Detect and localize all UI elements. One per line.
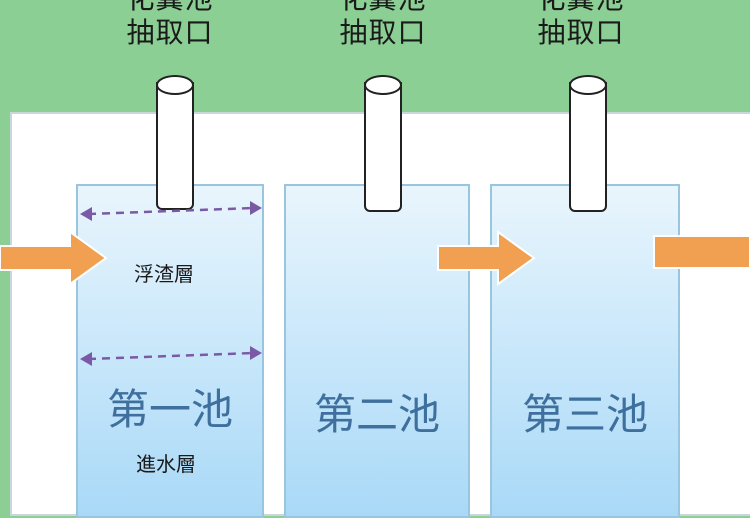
inflow-layer-label: 進水層 bbox=[136, 452, 196, 476]
pool-1-name: 第一池 bbox=[106, 385, 233, 434]
flow-arrow-2-to-3 bbox=[437, 230, 536, 286]
extract-label-2: 化糞池 抽取口 bbox=[323, 0, 443, 50]
extract-port-label-2: 抽取口 bbox=[339, 16, 427, 49]
inflow-arrow bbox=[0, 230, 108, 286]
pool-3: 第三池 bbox=[490, 184, 680, 518]
extract-pipe-3 bbox=[569, 75, 607, 212]
extract-pipe-1 bbox=[156, 75, 194, 210]
extract-label-1: 化糞池 抽取口 bbox=[110, 0, 230, 50]
pool-1: 第一池 浮渣層 進水層 bbox=[76, 184, 264, 518]
pool-2: 第二池 bbox=[284, 184, 470, 518]
septic-label-3: 化糞池 bbox=[521, 0, 641, 16]
pool-3-name: 第三池 bbox=[521, 390, 648, 439]
extract-pipe-2 bbox=[364, 75, 402, 212]
extract-port-label-3: 抽取口 bbox=[537, 16, 625, 49]
extract-port-label-1: 抽取口 bbox=[126, 16, 214, 49]
septic-label-1: 化糞池 bbox=[110, 0, 230, 16]
scum-layer-label: 浮渣層 bbox=[134, 262, 194, 286]
inflow-layer-dashed-arrow bbox=[80, 346, 262, 366]
extract-label-3: 化糞池 抽取口 bbox=[521, 0, 641, 50]
septic-label-2: 化糞池 bbox=[323, 0, 443, 16]
pool-2-name: 第二池 bbox=[313, 390, 440, 439]
outflow-arrow bbox=[653, 235, 750, 269]
scum-layer-dashed-arrow bbox=[80, 201, 262, 221]
